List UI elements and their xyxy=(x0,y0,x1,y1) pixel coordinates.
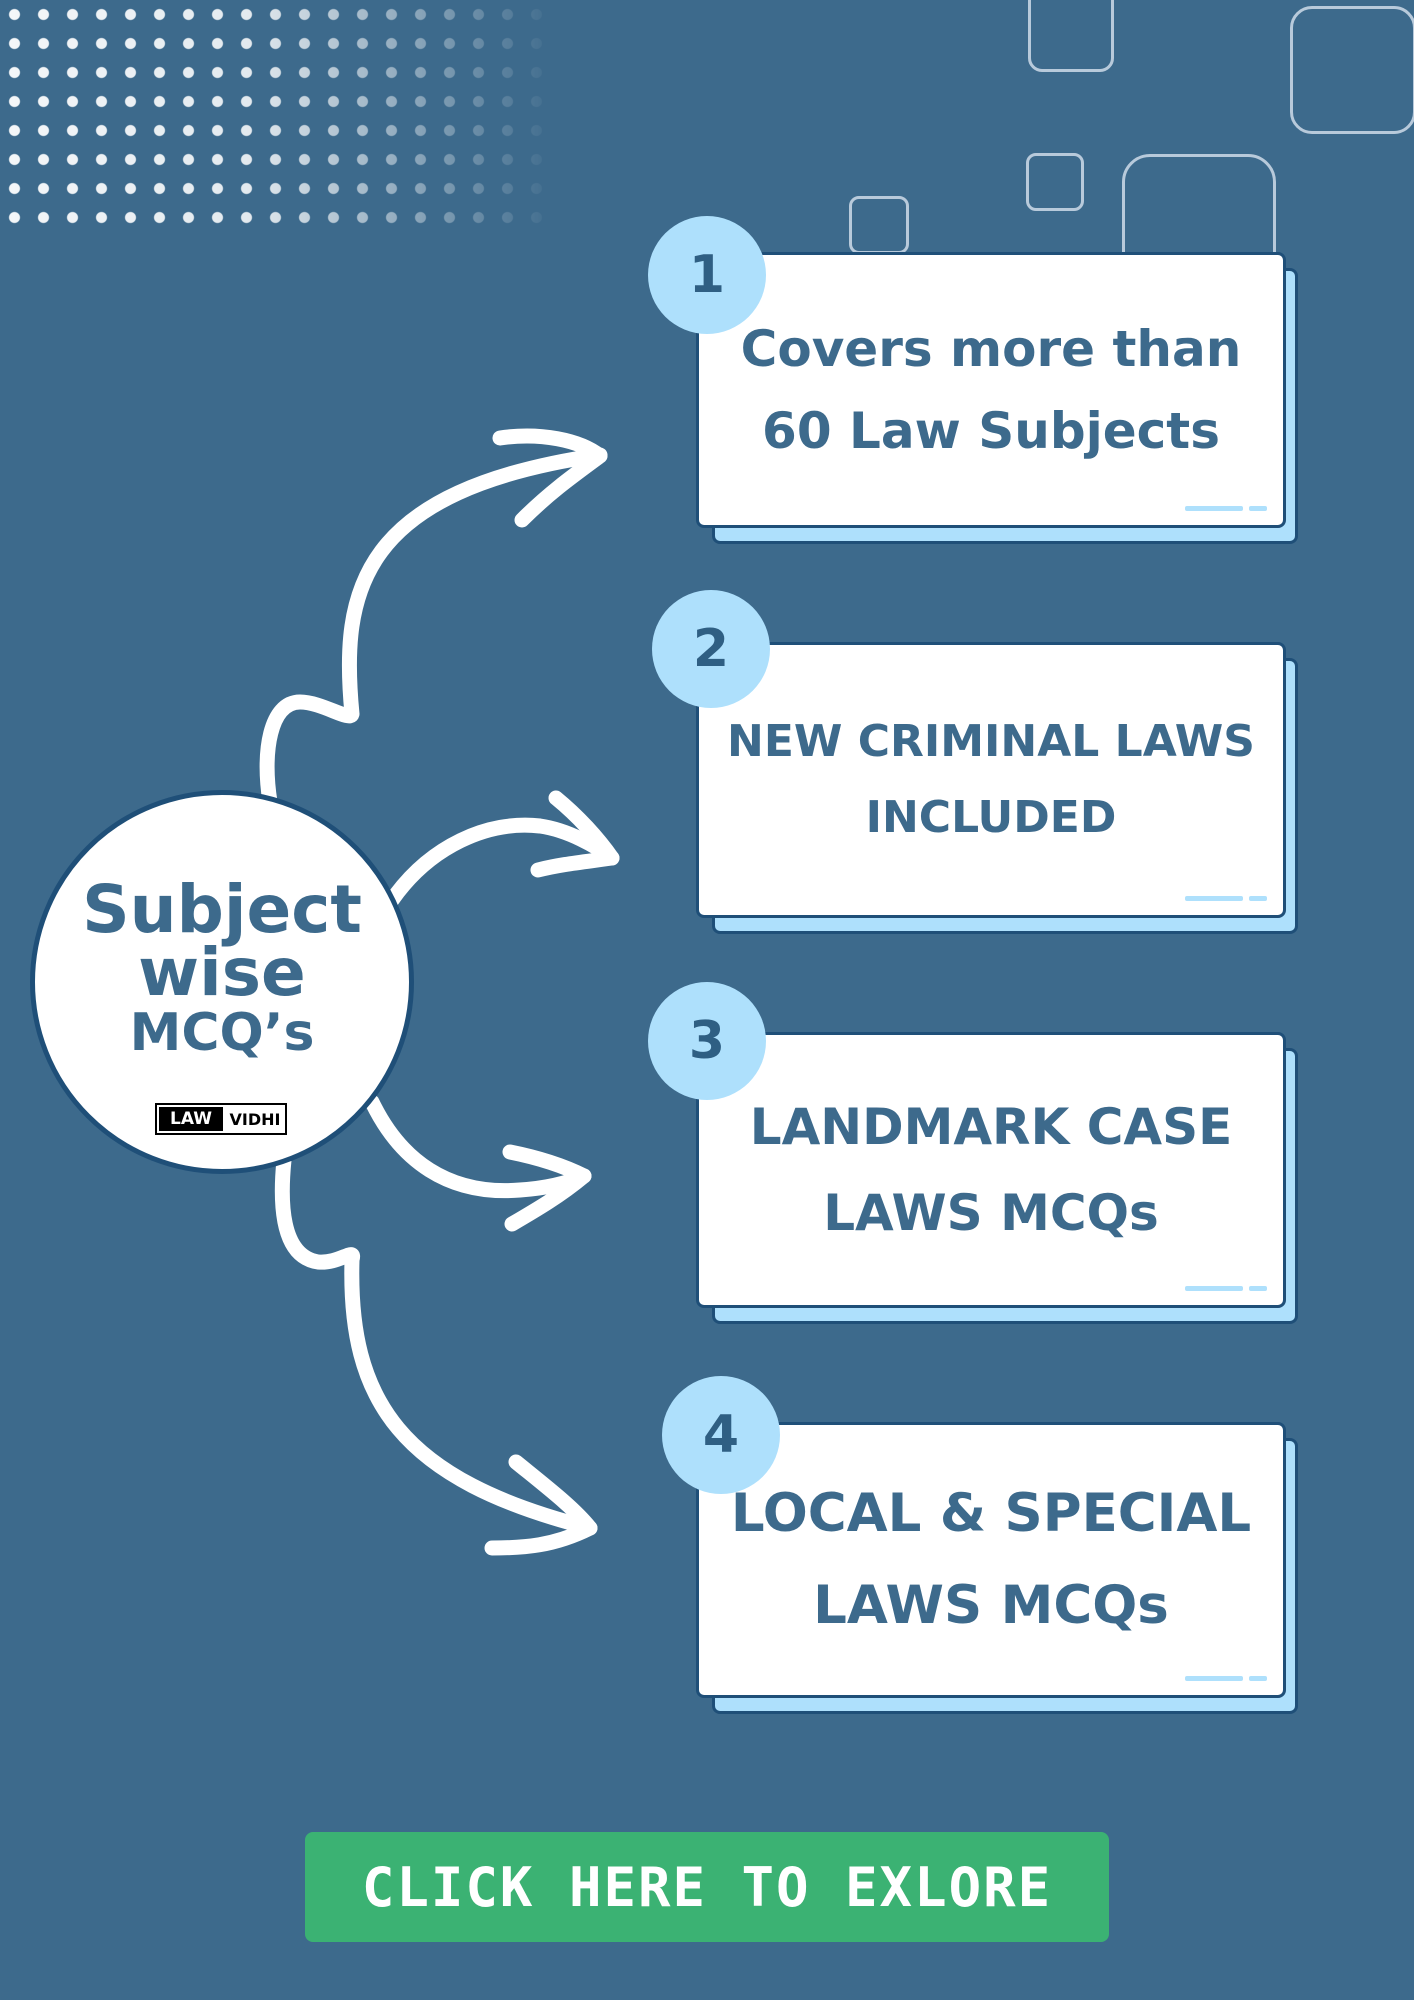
hub-title-line-2: wise xyxy=(138,934,306,1011)
arrowhead-1 xyxy=(492,428,608,528)
card-accent-lines xyxy=(1185,1286,1267,1291)
explore-button[interactable]: CLICK HERE TO EXLORE xyxy=(305,1832,1109,1942)
card-4-number-badge: 4 xyxy=(662,1376,780,1494)
card-2-line-2: INCLUDED xyxy=(865,792,1117,843)
lawvidhi-logo: LAW VIDHI xyxy=(155,1103,287,1135)
arrow-to-card-1 xyxy=(259,447,608,810)
card-4-line-1: LOCAL & SPECIAL xyxy=(730,1483,1252,1544)
feature-card-1: Covers more than 60 Law Subjects xyxy=(696,252,1286,528)
feature-card-3: LANDMARK CASE LAWS MCQs xyxy=(696,1032,1286,1308)
card-4-line-2: LAWS MCQs xyxy=(813,1575,1169,1636)
feature-card-2: NEW CRIMINAL LAWS INCLUDED xyxy=(696,642,1286,918)
card-accent-lines xyxy=(1185,896,1267,901)
rounded-square-decoration xyxy=(1026,153,1084,211)
card-1-number-badge: 1 xyxy=(648,216,766,334)
card-1-line-1: Covers more than xyxy=(740,320,1242,378)
arrowhead-2 xyxy=(530,790,620,878)
card-2-line-1: NEW CRIMINAL LAWS xyxy=(727,716,1255,767)
subject-hub-circle: Subject wise MCQ’s LAW VIDHI xyxy=(30,790,414,1174)
card-3-line-1: LANDMARK CASE xyxy=(749,1098,1233,1156)
arrowhead-3 xyxy=(502,1144,592,1232)
hub-title-line-3: MCQ’s xyxy=(129,1003,315,1063)
card-accent-lines xyxy=(1185,1676,1267,1681)
hub-title-line-1: Subject xyxy=(82,871,362,948)
card-accent-lines xyxy=(1185,506,1267,511)
card-3-number-badge: 3 xyxy=(648,982,766,1100)
arrow-to-card-2 xyxy=(384,817,620,908)
arrow-to-card-4 xyxy=(274,1152,598,1536)
arrow-to-card-3 xyxy=(364,1094,592,1199)
rounded-square-decoration xyxy=(1028,0,1114,72)
card-2-number-badge: 2 xyxy=(652,590,770,708)
logo-law-text: LAW xyxy=(159,1107,223,1131)
card-3-line-2: LAWS MCQs xyxy=(823,1184,1159,1242)
feature-card-4: LOCAL & SPECIAL LAWS MCQs xyxy=(696,1422,1286,1698)
dot-pattern-decoration xyxy=(0,0,560,230)
arrowhead-4 xyxy=(484,1454,598,1556)
logo-vidhi-text: VIDHI xyxy=(229,1109,281,1129)
card-1-line-2: 60 Law Subjects xyxy=(762,402,1220,460)
